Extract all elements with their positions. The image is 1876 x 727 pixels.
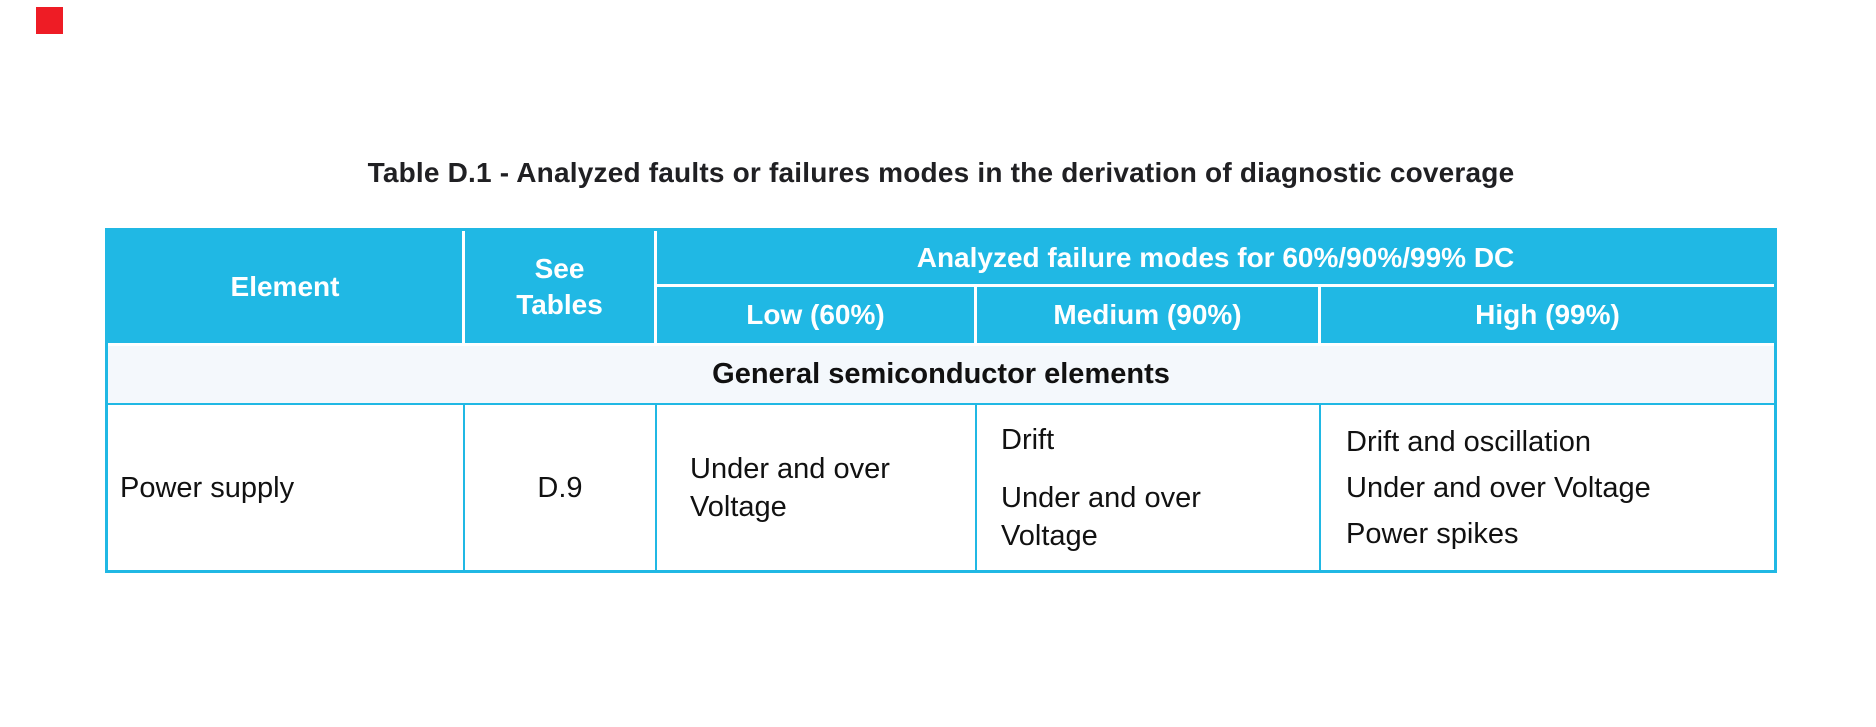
- table-title: Table D.1 - Analyzed faults or failures …: [367, 157, 1515, 188]
- high-failure-mode-1: Drift and oscillation: [1346, 425, 1591, 458]
- header-medium-90: Medium (90%): [977, 287, 1321, 343]
- diagnostic-coverage-table: Element See Tables Analyzed failure mode…: [105, 228, 1777, 573]
- header-see-tables: See Tables: [465, 231, 657, 343]
- header-analyzed-failure-modes: Analyzed failure modes for 60%/90%/99% D…: [657, 231, 1774, 287]
- high-failure-mode-2: Under and over Voltage: [1346, 471, 1651, 504]
- medium-failure-mode-1: Drift: [1001, 423, 1055, 456]
- high-failure-mode-3: Power spikes: [1346, 517, 1519, 550]
- cell-low-failure-modes: Under and over Voltage: [657, 405, 977, 570]
- header-low-60: Low (60%): [657, 287, 977, 343]
- cell-see-tables-d9: D.9: [465, 405, 657, 570]
- red-marker-square: [36, 7, 63, 34]
- section-general-semiconductor-elements: General semiconductor elements: [108, 343, 1774, 405]
- table-grid: Element See Tables Analyzed failure mode…: [108, 231, 1774, 570]
- cell-high-failure-modes: Drift and oscillation Under and over Vol…: [1321, 405, 1774, 570]
- cell-element-power-supply: Power supply: [108, 405, 465, 570]
- header-element: Element: [108, 231, 465, 343]
- cell-medium-failure-modes: Drift Under and over Voltage: [977, 405, 1321, 570]
- header-high-99: High (99%): [1321, 287, 1774, 343]
- medium-failure-mode-2: Under and over Voltage: [1001, 481, 1201, 552]
